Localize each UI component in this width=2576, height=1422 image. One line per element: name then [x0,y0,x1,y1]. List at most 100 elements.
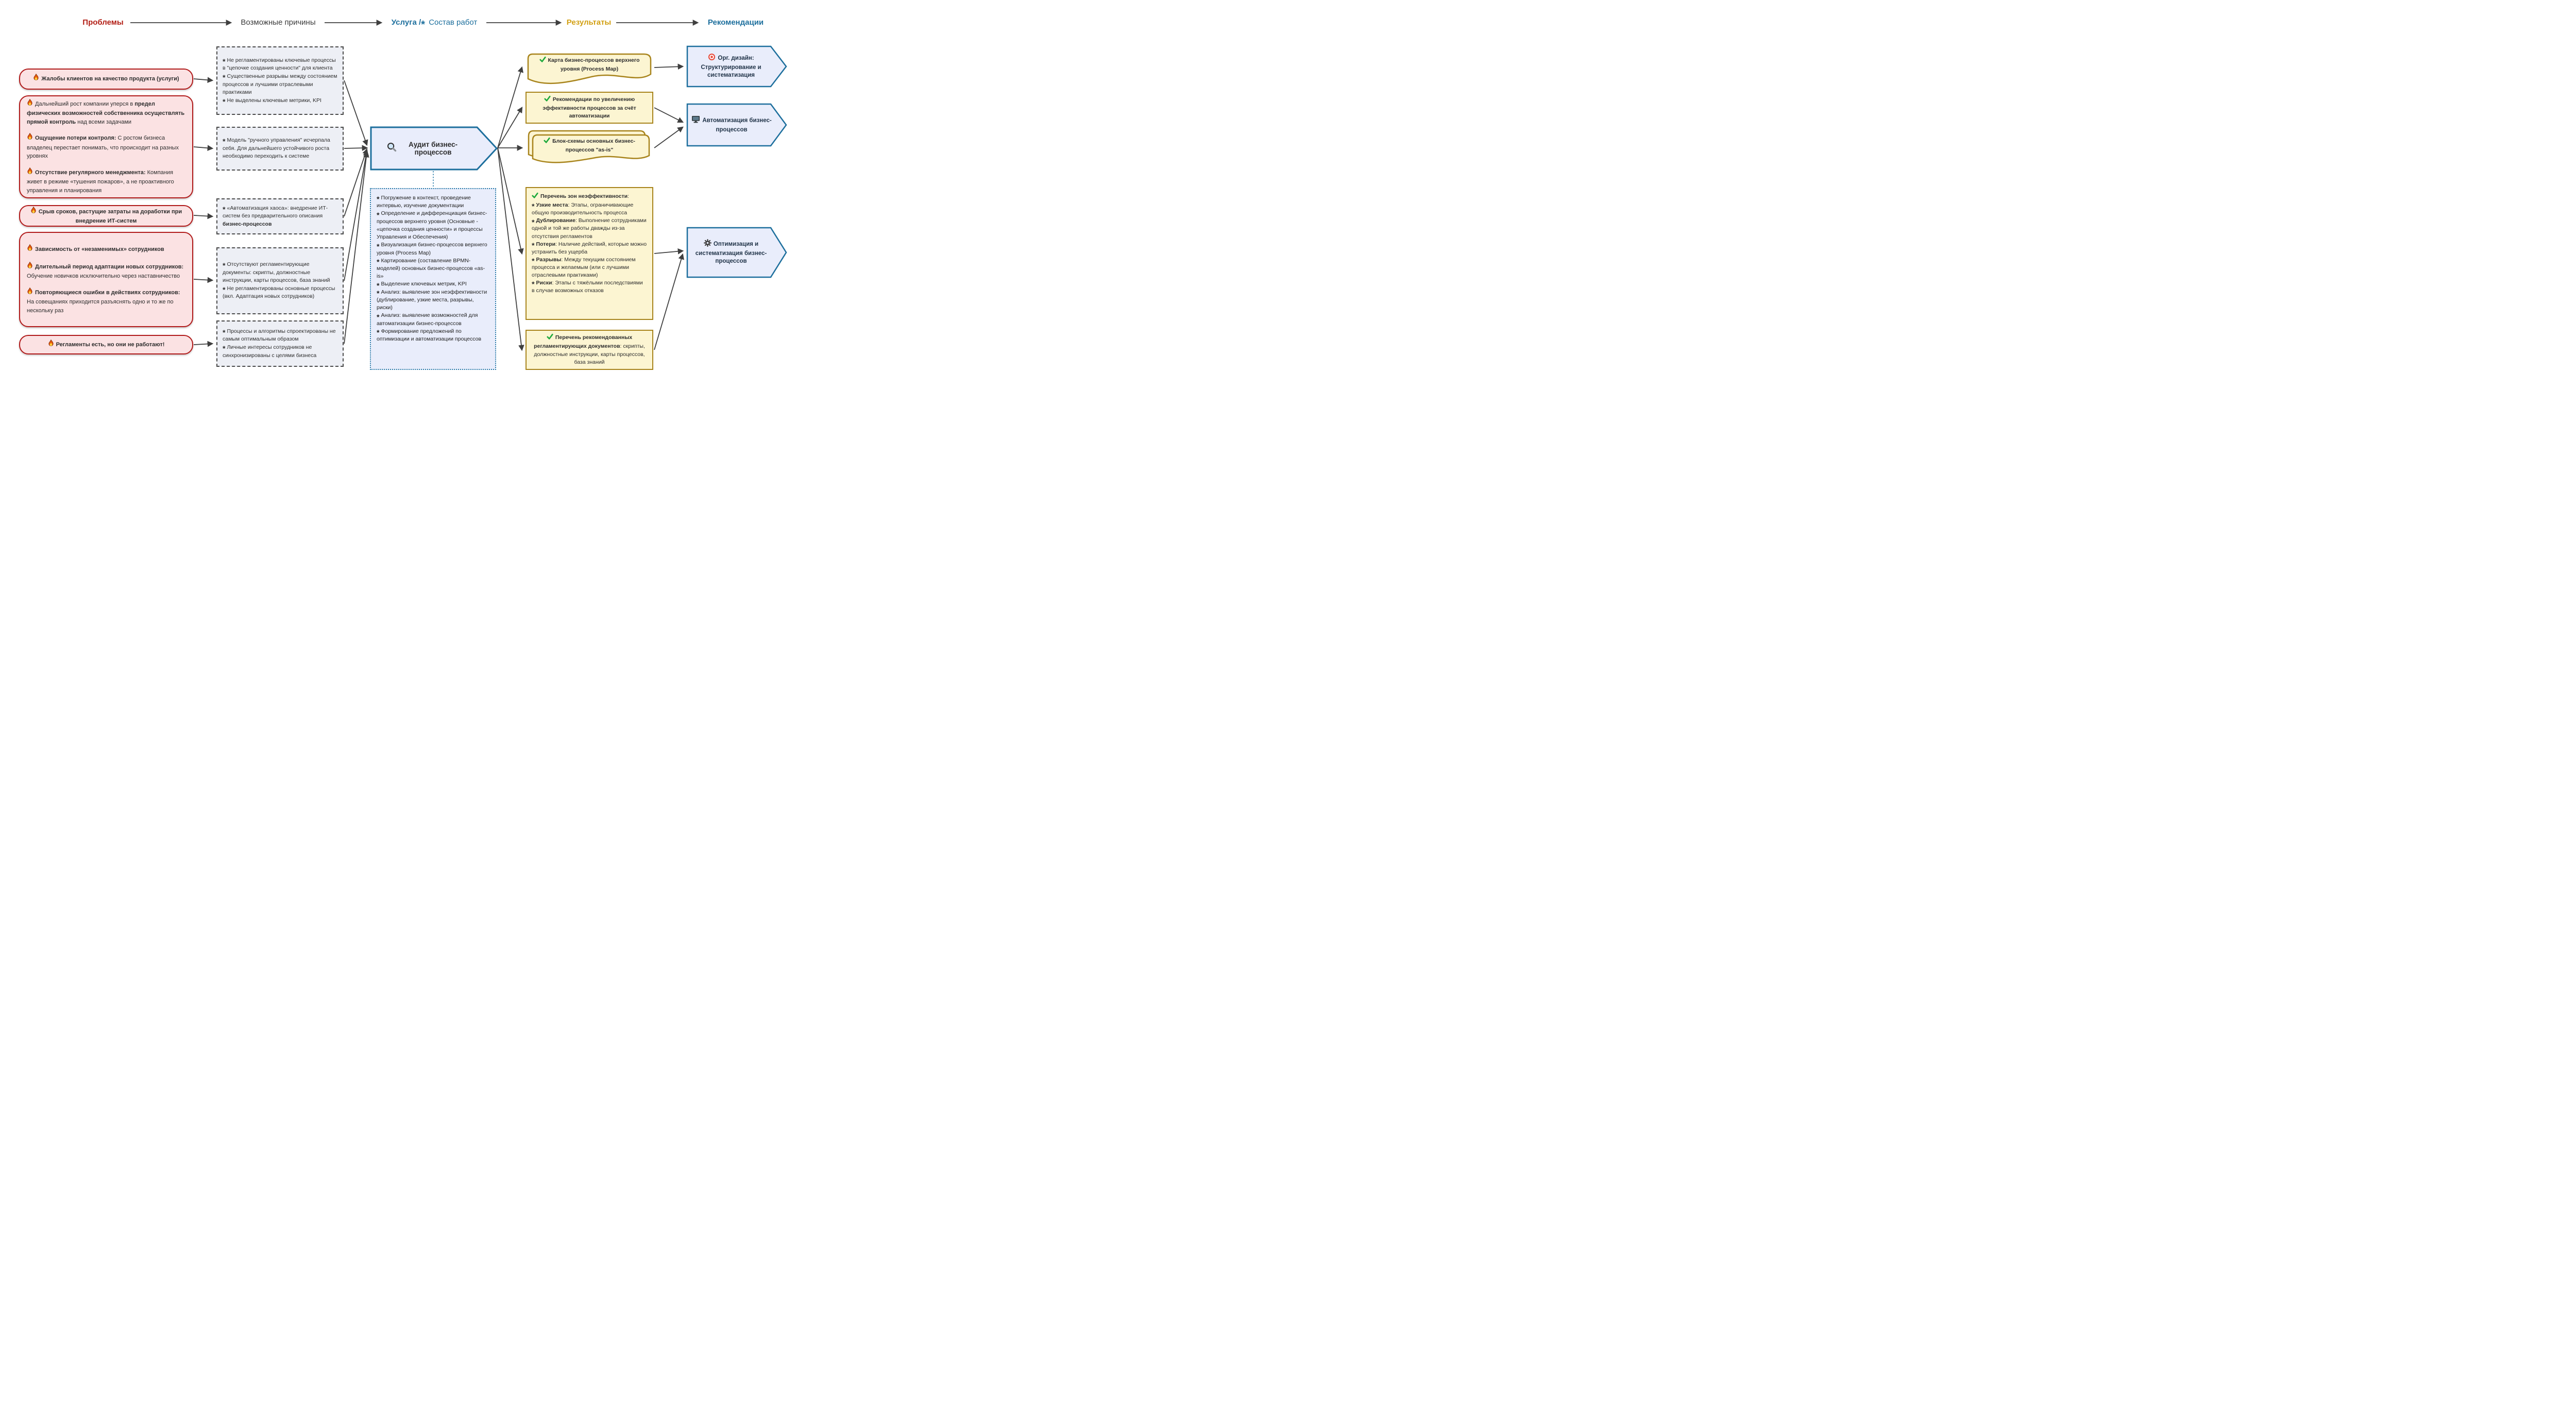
problem-text-bold: Повторяющиеся ошибки в действиях сотрудн… [35,289,180,296]
asterisk-icon: * [223,262,226,270]
problem-box-complaints: Жалобы клиентов на качество продукта (ус… [19,69,193,90]
result-item: Перечень зон неэффективности: [532,192,647,201]
asterisk-icon: * [223,97,226,106]
cause-item: *Отсутствуют регламентирующие документы:… [223,261,337,285]
asterisk-icon: * [377,242,380,251]
fire-icon [27,287,33,298]
problem-box-it-delays: Срыв сроков, растущие затраты на доработ… [19,205,193,227]
cause-box-2: *Модель "ручного управления" исчерпала с… [216,127,344,171]
asterisk-icon: * [377,289,380,298]
asterisk-icon: * [377,195,380,204]
magnifier-icon [387,142,397,155]
problem-text-bold: Отсутствие регулярного менеджмента: [35,169,146,176]
cause-text: Не регламентированы основные процессы (в… [223,285,335,300]
fire-icon [27,244,33,255]
fire-icon [27,167,33,178]
problem-text-bold: Длительный период адаптации новых сотруд… [35,263,184,270]
cause-text: Процессы и алгоритмы спроектированы не с… [223,328,336,343]
cause-item: *Существенные разрывы между состоянием п… [223,73,337,97]
header-service-bold: Услуга / [391,18,421,27]
problem-text: Компания живет в режиме «тушения пожаров… [27,169,174,194]
result-text: : Между текущим состоянием процесса и же… [532,256,636,279]
scope-item: *Визуализация бизнес-процессов верхнего … [377,241,489,257]
scope-box: *Погружение в контекст, проведение интер… [370,188,496,370]
asterisk-icon: * [377,281,380,290]
recommendation-title: Орг. дизайн: [718,55,754,62]
problem-item: Длительный период адаптации новых сотруд… [27,261,185,281]
recommendation-subtitle: Структурирование и систематизация [701,64,761,79]
fire-icon [27,261,33,273]
recommendation-org-design: Орг. дизайн: Структурирование и системат… [686,45,787,88]
scope-text: Визуализация бизнес-процессов верхнего у… [377,242,487,256]
header-service-rest: Состав работ [429,18,478,27]
result-text: : скрипты, должностные инструкции, карты… [534,343,645,365]
scope-text: Анализ: выявление зон неэффективности (д… [377,289,487,311]
result-text: : Этапы, ограничивающие общую производит… [532,202,634,216]
result-box-inefficiency-zones: Перечень зон неэффективности: *Узкие мес… [526,187,653,320]
stacked-documents-shape [528,130,650,163]
target-icon [708,53,716,64]
problem-box-regulations: Регламенты есть, но они не работают! [19,335,193,354]
asterisk-icon: * [377,313,380,321]
asterisk-icon: * [532,280,535,289]
cause-text: Отсутствуют регламентирующие документы: … [223,261,330,284]
result-text-bold: Дублирование [536,217,575,224]
cause-text: Не выделены ключевые метрики, KPI [227,97,321,104]
cause-box-4: *Отсутствуют регламентирующие документы:… [216,247,344,314]
result-text-bold: Риски [536,280,552,286]
result-text: Блок-схемы основных бизнес-процессов "as… [552,138,635,154]
header-results: Результаты [566,18,612,27]
asterisk-icon: * [377,211,380,219]
cause-text: Модель "ручного управления" исчерпала се… [223,137,330,160]
result-text: Карта бизнес-процессов верхнего уровня (… [548,57,640,73]
document-shape [527,53,652,84]
asterisk-icon: * [532,257,535,266]
asterisk-icon: * [223,329,226,337]
problem-item: Повторяющиеся ошибки в действиях сотрудн… [27,287,185,315]
result-text: : Выполнение сотрудниками одной и той же… [532,217,647,240]
result-item: *Разрывы: Между текущим состоянием проце… [532,256,647,279]
problem-box-growth-limit: Дальнейший рост компании уперся в предел… [19,95,193,198]
recommendation-title: Автоматизация бизнес-процессов [702,117,772,133]
result-box-regulatory-documents: Перечень рекомендованных регламентирующи… [526,330,653,370]
cause-text: Существенные разрывы между состоянием пр… [223,73,337,96]
check-icon [532,192,538,201]
cause-box-5: *Процессы и алгоритмы спроектированы не … [216,320,344,367]
service-shape [370,126,498,171]
asterisk-icon: * [377,258,380,266]
recommendation-automation: Автоматизация бизнес-процессов [686,103,787,147]
header-causes: Возможные причины [241,18,316,27]
problem-text-bold: Зависимость от «незаменимых» сотрудников [35,246,164,252]
result-item: *Дублирование: Выполнение сотрудниками о… [532,217,647,240]
asterisk-icon: * [223,205,226,214]
result-text-bold: Перечень зон неэффективности [540,193,628,199]
cause-text: «Автоматизация хаоса»: внедрение ИТ-сист… [223,205,328,219]
asterisk-icon: * [223,58,226,66]
service-node-audit: Аудит бизнес-процессов [370,126,498,171]
fire-icon [48,339,54,350]
problem-text: Жалобы клиентов на качество продукта (ус… [41,76,179,82]
asterisk-icon: * [223,74,226,82]
cause-item: *Не регламентированы основные процессы (… [223,285,337,301]
problem-box-staff: Зависимость от «незаменимых» сотрудников… [19,232,193,327]
problem-text: На совещаниях приходится разъяснять одно… [27,299,174,314]
scope-item: *Выделение ключевых метрик, KPI [377,280,489,290]
cause-item: *Личные интересы сотрудников не синхрони… [223,344,337,360]
problem-text: С ростом бизнеса владелец перестает пони… [27,135,179,160]
scope-text: Картирование (составление BPMN-моделей) … [377,257,485,280]
fire-icon [30,206,37,217]
cause-item: *Процессы и алгоритмы спроектированы не … [223,328,337,344]
problem-text: Регламенты есть, но они не работают! [56,341,165,348]
check-icon [539,56,546,65]
service-title: Аудит бизнес-процессов [409,141,457,156]
result-text: : Этапы с тяжёлыми последствиями в случа… [532,280,643,294]
connector-edges [130,20,699,351]
recommendation-title: Оптимизация и систематизация бизнес-проц… [695,241,767,265]
header-service: Услуга /* Состав работ [391,18,478,31]
asterisk-icon: * [532,241,535,250]
asterisk-icon: * [421,19,426,31]
result-text-bold: Потери [536,241,556,247]
cause-item: *Не регламентированы ключевые процессы в… [223,57,337,73]
asterisk-icon: * [223,138,226,146]
scope-item: *Формирование предложений по оптимизации… [377,328,489,343]
